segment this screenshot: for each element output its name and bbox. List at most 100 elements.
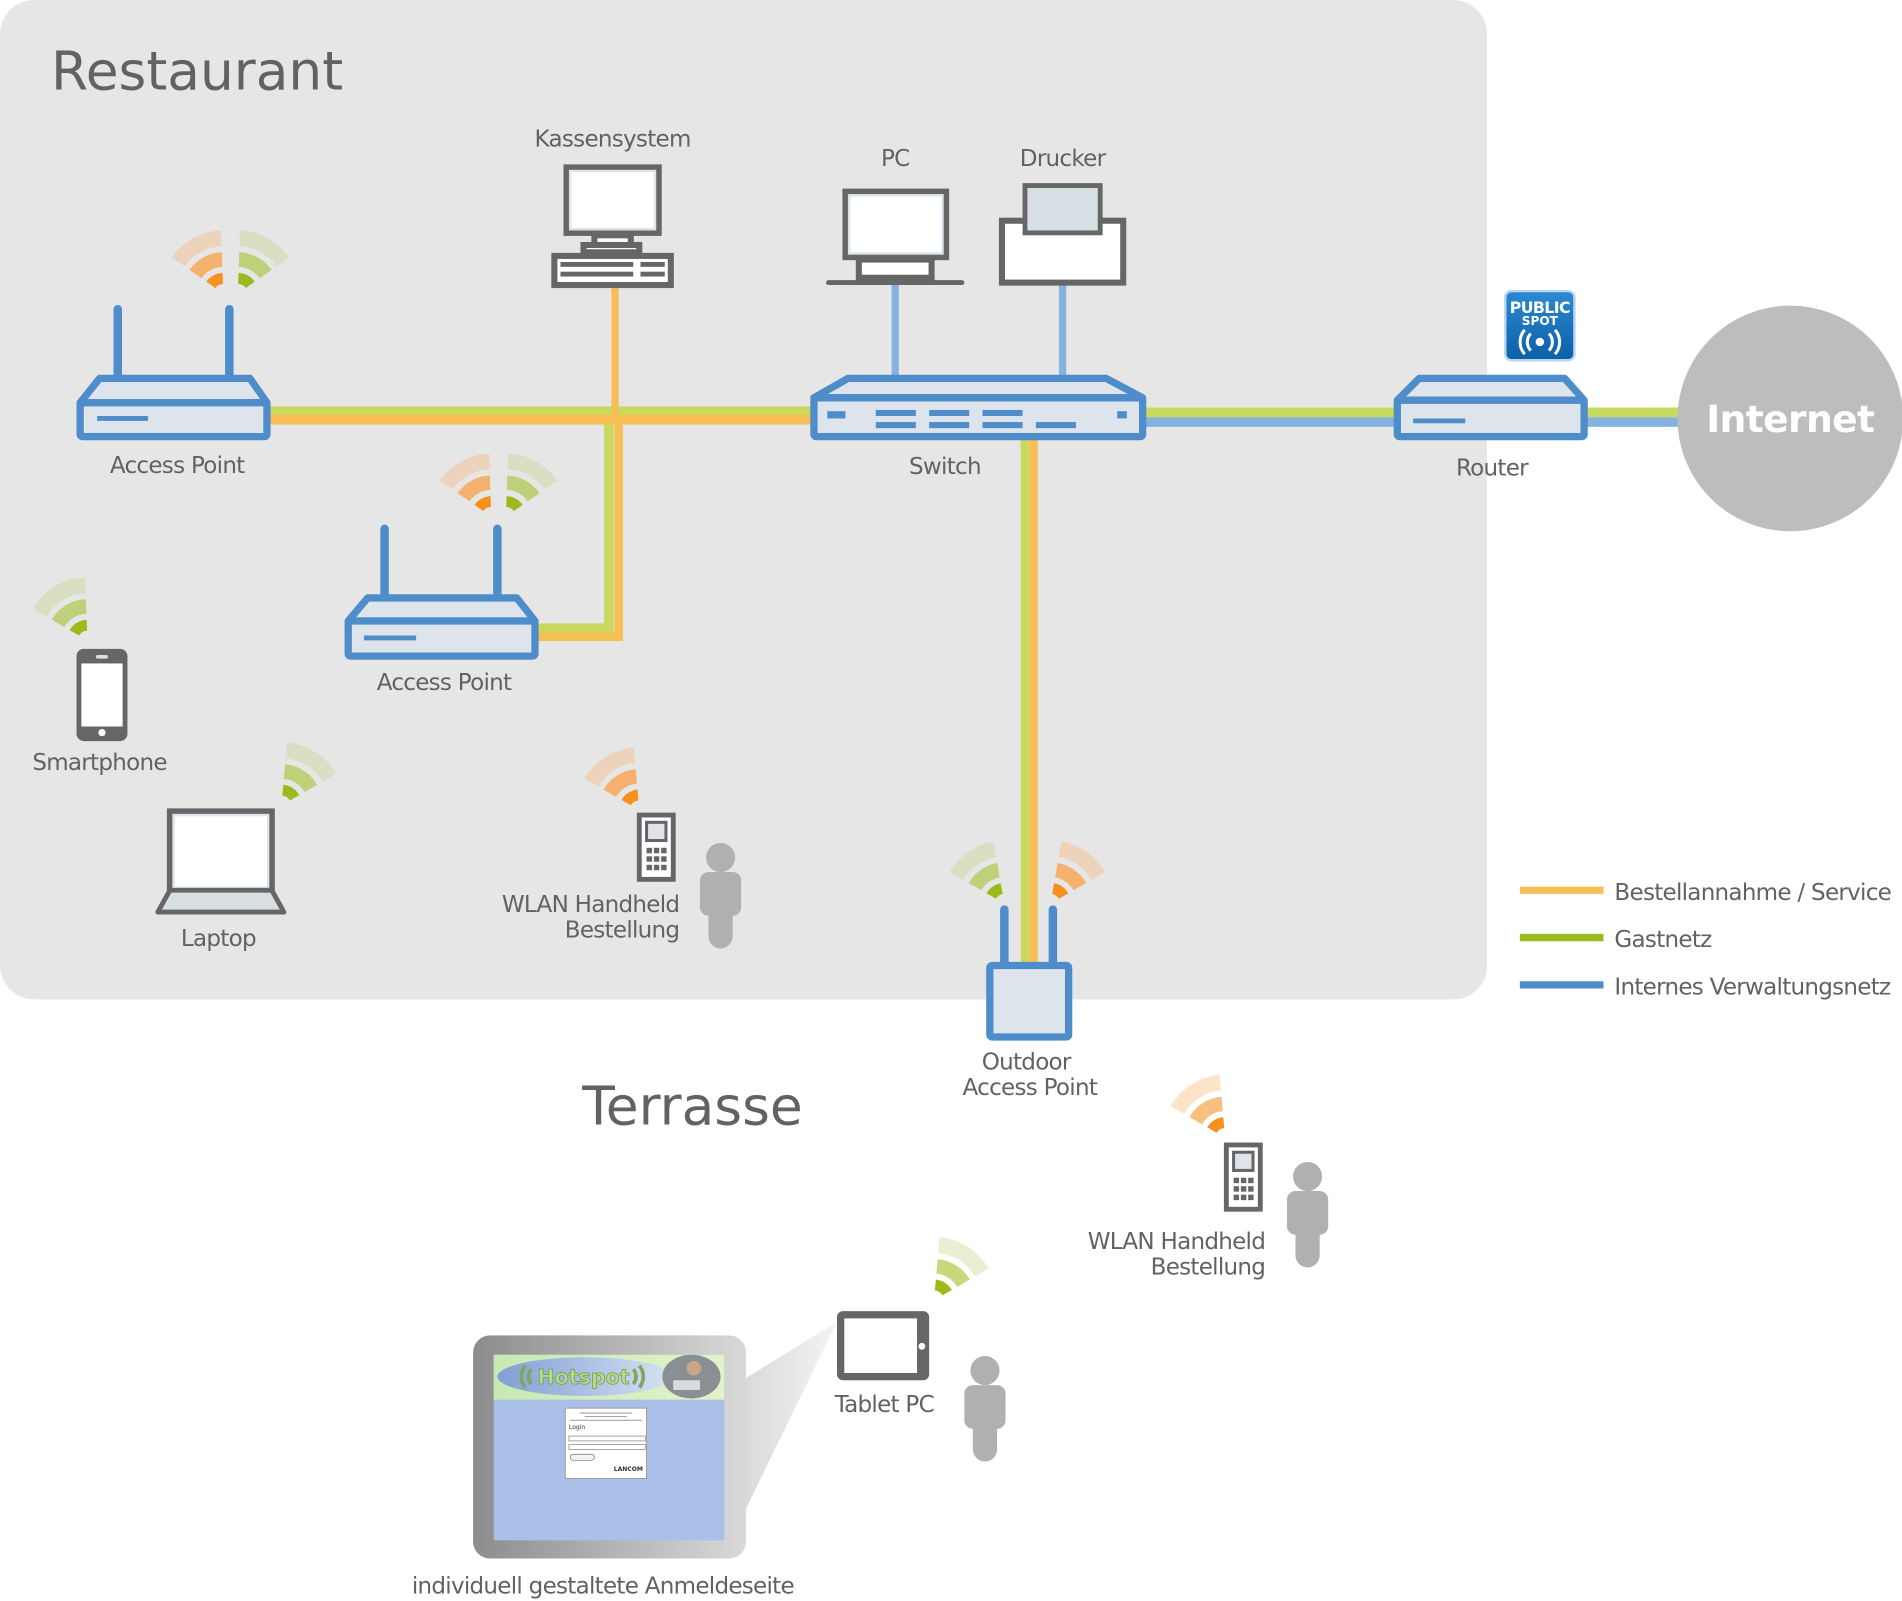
login-heading: Login <box>569 1424 585 1431</box>
person-inside <box>699 842 742 949</box>
handheld-inside-label-2: Bestellung <box>565 918 680 944</box>
access-point-2[interactable] <box>344 524 539 660</box>
login-button <box>569 1453 595 1461</box>
router-label: Router <box>1456 455 1529 481</box>
access-point-1[interactable] <box>76 305 271 441</box>
signal-arc <box>1189 1096 1223 1125</box>
svg-text:PUBLIC: PUBLIC <box>1510 298 1570 317</box>
signal-arc <box>239 230 290 267</box>
handheld-key <box>646 856 653 862</box>
kassensystem-label: Kassensystem <box>535 127 691 153</box>
switch-ports <box>875 409 1076 429</box>
signal-arc <box>32 577 86 617</box>
signal-arc <box>206 272 223 288</box>
legend-label: Internes Verwaltungsnetz <box>1614 975 1891 1001</box>
handheld-key <box>1248 1186 1254 1192</box>
svg-text:SPOT: SPOT <box>1522 314 1559 328</box>
handheld-key <box>653 856 660 862</box>
legend-label: Bestellannahme / Service <box>1614 880 1891 906</box>
signal-arc <box>938 1237 989 1277</box>
router-icon[interactable] <box>1393 374 1588 441</box>
person-head <box>970 1355 1000 1386</box>
cable-guest-ap2 <box>536 424 614 634</box>
handheld-key <box>1248 1194 1254 1201</box>
switch-icon[interactable] <box>810 374 1147 441</box>
wifi-icon-handheld-inside <box>584 747 639 806</box>
outdoor-access-point[interactable] <box>986 905 1073 1041</box>
signal-arc <box>51 599 87 628</box>
tablet-icon[interactable] <box>836 1311 930 1381</box>
handheld-key <box>661 864 667 871</box>
handheld-key <box>646 847 653 854</box>
login-powered-by: LANCOM <box>614 1466 643 1473</box>
signal-arc <box>189 252 223 279</box>
pc-label: PC <box>881 146 910 172</box>
wifi-icon-tablet <box>934 1237 989 1296</box>
legend-label: Gastnetz <box>1614 927 1712 953</box>
login-page-label: individuell gestaltete Anmeldeseite <box>412 1574 794 1600</box>
signal-arc <box>936 1259 970 1287</box>
signal-arc <box>457 475 491 502</box>
wifi-icon-ap2 <box>439 453 558 512</box>
signal-arc <box>603 769 637 797</box>
signal-arc <box>949 841 997 880</box>
cable-service-ap2 <box>536 424 623 642</box>
handheld-key <box>1233 1177 1240 1184</box>
outdoor-ap-label-2: Access Point <box>963 1075 1098 1101</box>
drucker-label: Drucker <box>1020 146 1107 172</box>
hotspot-banner-text: Hotspot <box>537 1365 629 1389</box>
handheld-screen <box>1232 1150 1255 1172</box>
laptop-icon[interactable] <box>155 808 287 915</box>
pc-icon[interactable] <box>826 188 965 286</box>
signal-arc <box>285 742 337 782</box>
signal-arc <box>282 784 300 801</box>
signal-arc <box>1055 862 1087 891</box>
handheld-inside-icon[interactable] <box>636 812 676 882</box>
handheld-outside-icon[interactable] <box>1223 1142 1263 1212</box>
cash-register-icon[interactable] <box>551 164 674 289</box>
handheld-outside-label-2: Bestellung <box>1151 1255 1266 1281</box>
handheld-key <box>646 864 653 871</box>
handheld-key <box>1240 1194 1247 1201</box>
signal-arc <box>171 230 222 267</box>
person-tablet <box>964 1355 1006 1462</box>
internet-cloud <box>1677 305 1902 532</box>
person-outside <box>1286 1161 1329 1268</box>
handheld-key <box>653 847 660 854</box>
handheld-key <box>661 856 667 862</box>
signal-arc <box>968 862 1000 891</box>
outdoor-ap-label-1: Outdoor <box>982 1050 1072 1076</box>
handheld-inside-label-1: WLAN Handheld <box>502 892 679 918</box>
wifi-icon-laptop <box>282 742 337 801</box>
switch-label: Switch <box>909 454 981 480</box>
public-spot-badge: PUBLIC SPOT <box>1504 289 1576 362</box>
wifi-icon-smartphone <box>32 577 88 636</box>
person-legs <box>708 891 733 949</box>
login-page-preview[interactable]: Hotspot Login LANCOM <box>473 1335 747 1559</box>
signal-arc <box>934 1279 952 1296</box>
handheld-key <box>1248 1177 1254 1184</box>
signal-arc <box>506 475 540 502</box>
person-head <box>1293 1161 1323 1192</box>
handheld-key <box>1233 1194 1240 1201</box>
person-legs <box>1295 1210 1320 1268</box>
wifi-icon-outdoor-left <box>949 841 1003 899</box>
smartphone-label: Smartphone <box>32 750 166 776</box>
tablet-label: Tablet PC <box>834 1392 934 1418</box>
handheld-screen <box>645 820 668 843</box>
signal-arc <box>507 453 558 490</box>
person-head <box>705 842 736 873</box>
printer-icon[interactable] <box>998 183 1127 286</box>
signal-arc <box>439 453 490 490</box>
smartphone-icon[interactable] <box>76 648 128 742</box>
signal-arc <box>1207 1117 1225 1133</box>
handheld-key <box>1240 1177 1247 1184</box>
signal-arc <box>238 272 255 288</box>
handheld-key <box>1240 1186 1247 1192</box>
wifi-icon-ap1 <box>171 230 290 288</box>
terrace-title: Terrasse <box>581 1074 802 1137</box>
signal-arc <box>474 496 491 512</box>
legend: Bestellannahme / ServiceGastnetzInternes… <box>1519 880 1892 1001</box>
access-point-2-label: Access Point <box>377 670 512 696</box>
signal-arc <box>283 764 318 793</box>
